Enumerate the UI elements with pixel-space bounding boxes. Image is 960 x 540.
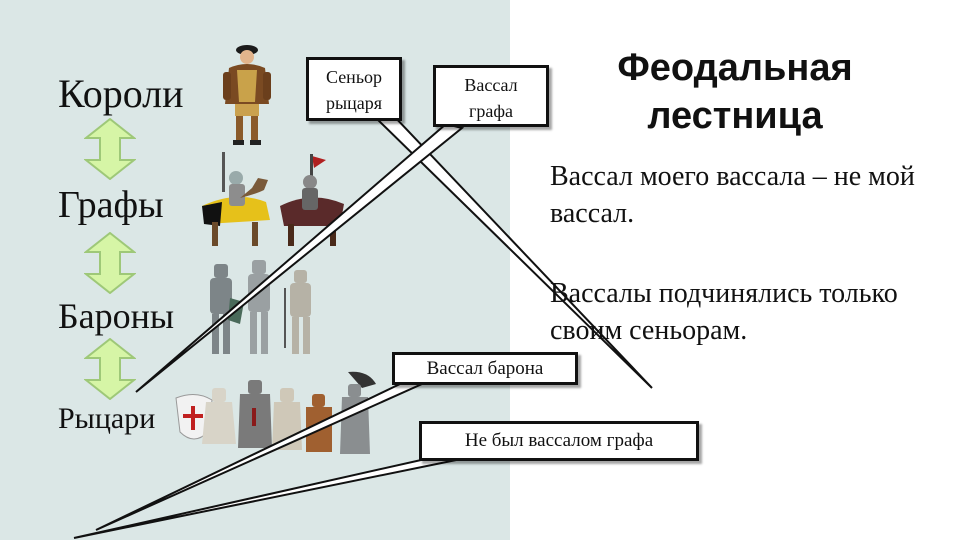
callout-not-vassal: Не был вассалом графа: [419, 421, 699, 461]
statement-obedience: Вассалы подчинялись только своим сеньора…: [550, 278, 898, 346]
level-kings: Короли: [58, 71, 184, 116]
callout-senior-line1: Сеньор: [325, 67, 383, 87]
statement-vassal-rule: Вассал моего вассала – не мой вассал.: [550, 161, 915, 229]
crusader-knight-icon: [175, 371, 376, 454]
level-barons: Бароны: [58, 296, 175, 336]
title-line-2: лестница: [647, 95, 823, 137]
callout-vassal-baron: Вассал барона: [392, 352, 578, 385]
callout-vassal-count-line1: Вассал: [464, 75, 518, 95]
double-arrow-icon: [84, 232, 136, 294]
title-line-1: Феодальная: [617, 47, 853, 89]
slide-title: Феодальная лестница: [590, 44, 880, 140]
callout-vassal-count-line2: графа: [468, 101, 514, 121]
level-knights: Рыцари: [58, 402, 156, 435]
king-figure-icon: [223, 45, 271, 145]
callout-senior-line2: рыцаря: [326, 93, 382, 113]
level-counts: Графы: [58, 184, 164, 226]
armored-baron-icon: [210, 260, 311, 354]
callout-vassal-count: Вассал графа: [433, 65, 549, 127]
callout-senior-knight: Сеньор рыцаря: [306, 57, 402, 121]
mounted-count-icon: [202, 152, 344, 246]
double-arrow-icon: [84, 118, 136, 180]
double-arrow-icon: [84, 338, 136, 400]
